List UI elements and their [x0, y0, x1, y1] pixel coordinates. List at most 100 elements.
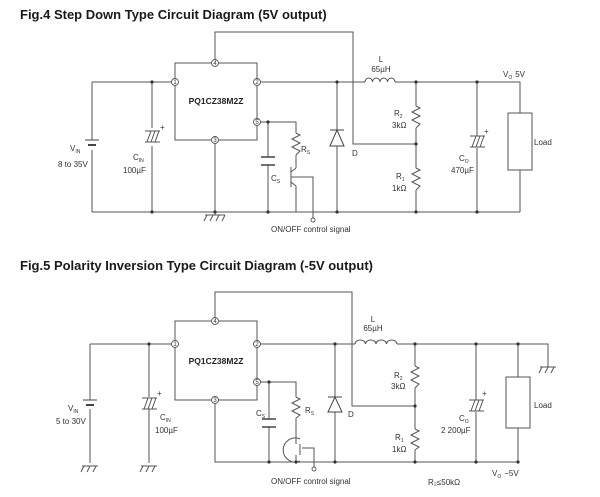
fig5-battery-icon [83, 399, 97, 406]
fig5-ic-box [174, 320, 258, 401]
fig5-r2-limit-note: R₂≤50kΩ [428, 478, 460, 487]
fig5-r1-value: 1kΩ [392, 445, 406, 454]
fig4-load-label: Load [534, 138, 552, 147]
fig4-co-value: 470µF [451, 166, 474, 175]
fig4-pin-1: 1 [171, 78, 179, 86]
svg-text:3: 3 [213, 398, 217, 404]
fig5-cin-label: CIN [160, 413, 171, 424]
fig4-load-box [507, 112, 533, 171]
fig4-inductor-value: 65µH [371, 65, 391, 74]
fig5-inductor-label: L [371, 315, 376, 324]
fig4-ground-icon [203, 214, 226, 222]
fig5-title: Fig.5 Polarity Inversion Type Circuit Di… [20, 258, 373, 273]
svg-text:1: 1 [173, 342, 177, 348]
fig4-r1-value: 1kΩ [392, 184, 406, 193]
fig4-cin-value: 100µF [123, 166, 146, 175]
fig4-pin-3: 3 [211, 136, 219, 144]
fig4-inductor-label: L [379, 55, 384, 64]
svg-text:5: 5 [255, 380, 259, 386]
fig4-battery-icon [85, 139, 99, 146]
fig5-pin-4: 4 [211, 317, 219, 325]
fig5-co-icon: + [469, 389, 487, 412]
fig4-r2-icon [410, 105, 422, 129]
svg-text:2: 2 [255, 80, 259, 86]
fig5-r1-icon [409, 428, 421, 451]
fig4-r1-icon [410, 167, 422, 191]
svg-text:+: + [484, 127, 489, 136]
fig5-r2-label: R2 [394, 371, 403, 382]
fig4-diode-icon [329, 128, 345, 156]
fig5-rs-icon [290, 396, 302, 419]
svg-text:4: 4 [213, 319, 217, 325]
fig5-pin-5: 5 [253, 378, 261, 386]
fig5-r2-icon [409, 365, 421, 389]
fig4-title: Fig.4 Step Down Type Circuit Diagram (5V… [20, 7, 327, 22]
fig4-ic-label: PQ1CZ38M2Z [189, 96, 244, 106]
fig4-wires [91, 31, 521, 218]
fig4-rs-icon [290, 132, 302, 156]
svg-text:3: 3 [213, 138, 217, 144]
fig5-junctions [147, 342, 520, 464]
fig4-pin-4: 4 [211, 59, 219, 67]
fig5-load-box [505, 376, 531, 429]
fig5-pin-3: 3 [211, 396, 219, 404]
fig5-ic-label: PQ1CZ38M2Z [189, 356, 244, 366]
fig5-r1-label: R1 [395, 433, 404, 444]
fig4-control-terminal [310, 217, 316, 223]
fig5-vo-label: VO−5V [492, 469, 519, 480]
fig5-inductor-value: 65µH [363, 324, 383, 333]
fig5-diode-icon [327, 395, 343, 413]
fig4-ic-box [174, 62, 258, 141]
fig5-control-label: ON/OFF control signal [271, 477, 351, 486]
svg-text:1: 1 [173, 80, 177, 86]
fig5-load-label: Load [534, 401, 552, 410]
fig5-vin-ground-icon [80, 465, 98, 473]
fig4-r1-label: R1 [396, 172, 405, 183]
fig5-out-ground-icon [538, 357, 556, 374]
svg-text:+: + [482, 389, 487, 398]
fig4-rs-label: RS [301, 145, 311, 156]
svg-text:5: 5 [255, 120, 259, 126]
fig4-junctions [150, 80, 479, 214]
fig4-cin-icon: + [145, 123, 165, 143]
fig5-pin-2: 2 [253, 340, 261, 348]
fig5-cs-label: CS [256, 409, 266, 420]
fig4-pin-2: 2 [253, 78, 261, 86]
fig5-wires [89, 291, 549, 467]
fig4-co-label: CO [459, 154, 469, 165]
fig4-r2-label: R2 [394, 109, 403, 120]
fig5-transistor-icon [282, 437, 301, 463]
fig5-vin-value: 5 to 30V [56, 417, 86, 426]
svg-text:+: + [157, 389, 162, 398]
svg-text:+: + [160, 123, 165, 132]
fig4-r2-value: 3kΩ [392, 121, 406, 130]
fig4-cs-icon [261, 156, 275, 166]
fig5-cs-icon [262, 418, 276, 428]
fig5-control-terminal [311, 466, 317, 472]
fig4-vin-label: VIN [70, 144, 81, 155]
fig5-vin-label: VIN [68, 404, 79, 415]
fig5-r2-value: 3kΩ [391, 382, 405, 391]
fig4-cs-label: CS [271, 174, 281, 185]
fig4-pin-5: 5 [253, 118, 261, 126]
svg-text:4: 4 [213, 61, 217, 67]
fig5-inductor-icon [354, 339, 398, 345]
fig5-cin-ground-icon [139, 465, 157, 473]
fig4-inductor-icon [364, 77, 396, 83]
fig4-diode-label: D [352, 149, 358, 158]
fig5-co-value: 2 200µF [441, 426, 471, 435]
fig4-co-icon: + [470, 127, 489, 148]
fig5-cin-value: 100µF [155, 426, 178, 435]
fig5-diode-label: D [348, 410, 354, 419]
fig5-rs-label: RS [305, 406, 315, 417]
fig4-cin-label: CIN [133, 153, 144, 164]
fig5-pin-1: 1 [171, 340, 179, 348]
svg-text:2: 2 [255, 342, 259, 348]
fig4-vin-value: 8 to 35V [58, 160, 88, 169]
fig4-control-label: ON/OFF control signal [271, 225, 351, 234]
fig5-co-label: CO [459, 414, 469, 425]
fig5-cin-icon: + [142, 389, 162, 410]
